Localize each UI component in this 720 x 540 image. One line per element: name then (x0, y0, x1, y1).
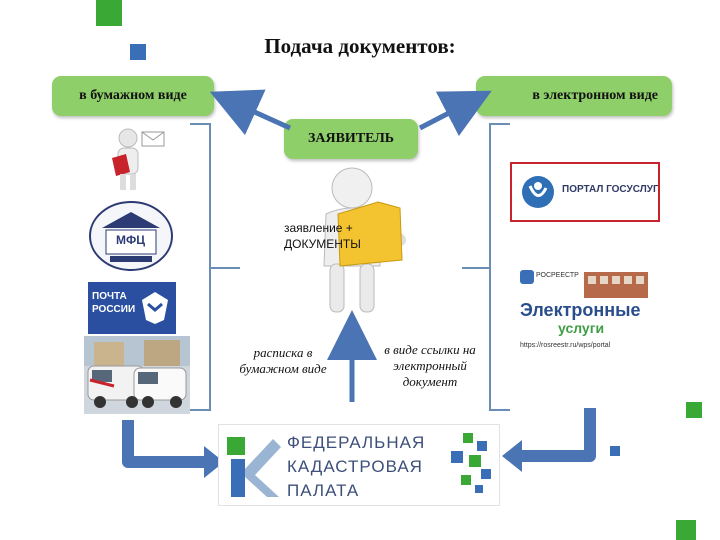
mfc-label: МФЦ (116, 233, 146, 247)
arrow-bottom-right (520, 408, 596, 462)
arrow-to-electronic (418, 90, 492, 137)
eservices-url: https://rosreestr.ru/wps/portal (520, 342, 611, 349)
applicant-box: ЗАЯВИТЕЛЬ (284, 119, 418, 159)
arrow-to-paper (209, 89, 292, 136)
banner-line-3: ПАЛАТА (287, 481, 360, 500)
left-bracket (190, 123, 211, 411)
right-bracket (489, 123, 510, 411)
mfc-icon: МФЦ (88, 200, 174, 272)
arrow-bottom-left (122, 420, 206, 468)
electronic-label-box: в электронном виде (476, 76, 672, 116)
banner-line-1: ФЕДЕРАЛЬНАЯ (287, 433, 426, 452)
eservices-title: Электронные (520, 300, 641, 320)
gosuslugi-portal-icon: ПОРТАЛ ГОСУСЛУГ (510, 162, 660, 222)
deco-square-blue-2 (610, 446, 620, 456)
eservices-sub: услуги (558, 320, 605, 336)
link-text: в виде ссылки на электронный документ (384, 342, 476, 389)
receipt-text: расписка в бумажном виде (239, 345, 327, 376)
rosreestr-small-label: РОСРЕЕСТР (536, 272, 579, 279)
deco-square-green-3 (676, 520, 696, 540)
figure-sign-text: заявление + ДОКУМЕНТЫ (284, 221, 361, 251)
deco-square-green-2 (686, 402, 702, 418)
applicant-figure (280, 162, 430, 322)
post-russia-label: ПОЧТА РОССИИ (92, 291, 136, 315)
courier-vans-photo (84, 336, 190, 414)
rosreestr-eservices-icon: РОСРЕЕСТР Электронные услуги https://ros… (518, 266, 650, 356)
post-russia-icon: ПОЧТА РОССИИ (88, 282, 176, 334)
gosuslugi-label: ПОРТАЛ ГОСУСЛУГ (562, 184, 659, 195)
mail-figure-icon (96, 124, 174, 194)
deco-square-blue-1 (130, 44, 146, 60)
page-title: Подача документов: (264, 34, 456, 58)
deco-square-green-1 (96, 0, 122, 26)
cadastral-chamber-banner: ФЕДЕРАЛЬНАЯ КАДАСТРОВАЯ ПАЛАТА (218, 424, 500, 506)
banner-line-2: КАДАСТРОВАЯ (287, 457, 423, 476)
paper-label-box: в бумажном виде (52, 76, 214, 116)
